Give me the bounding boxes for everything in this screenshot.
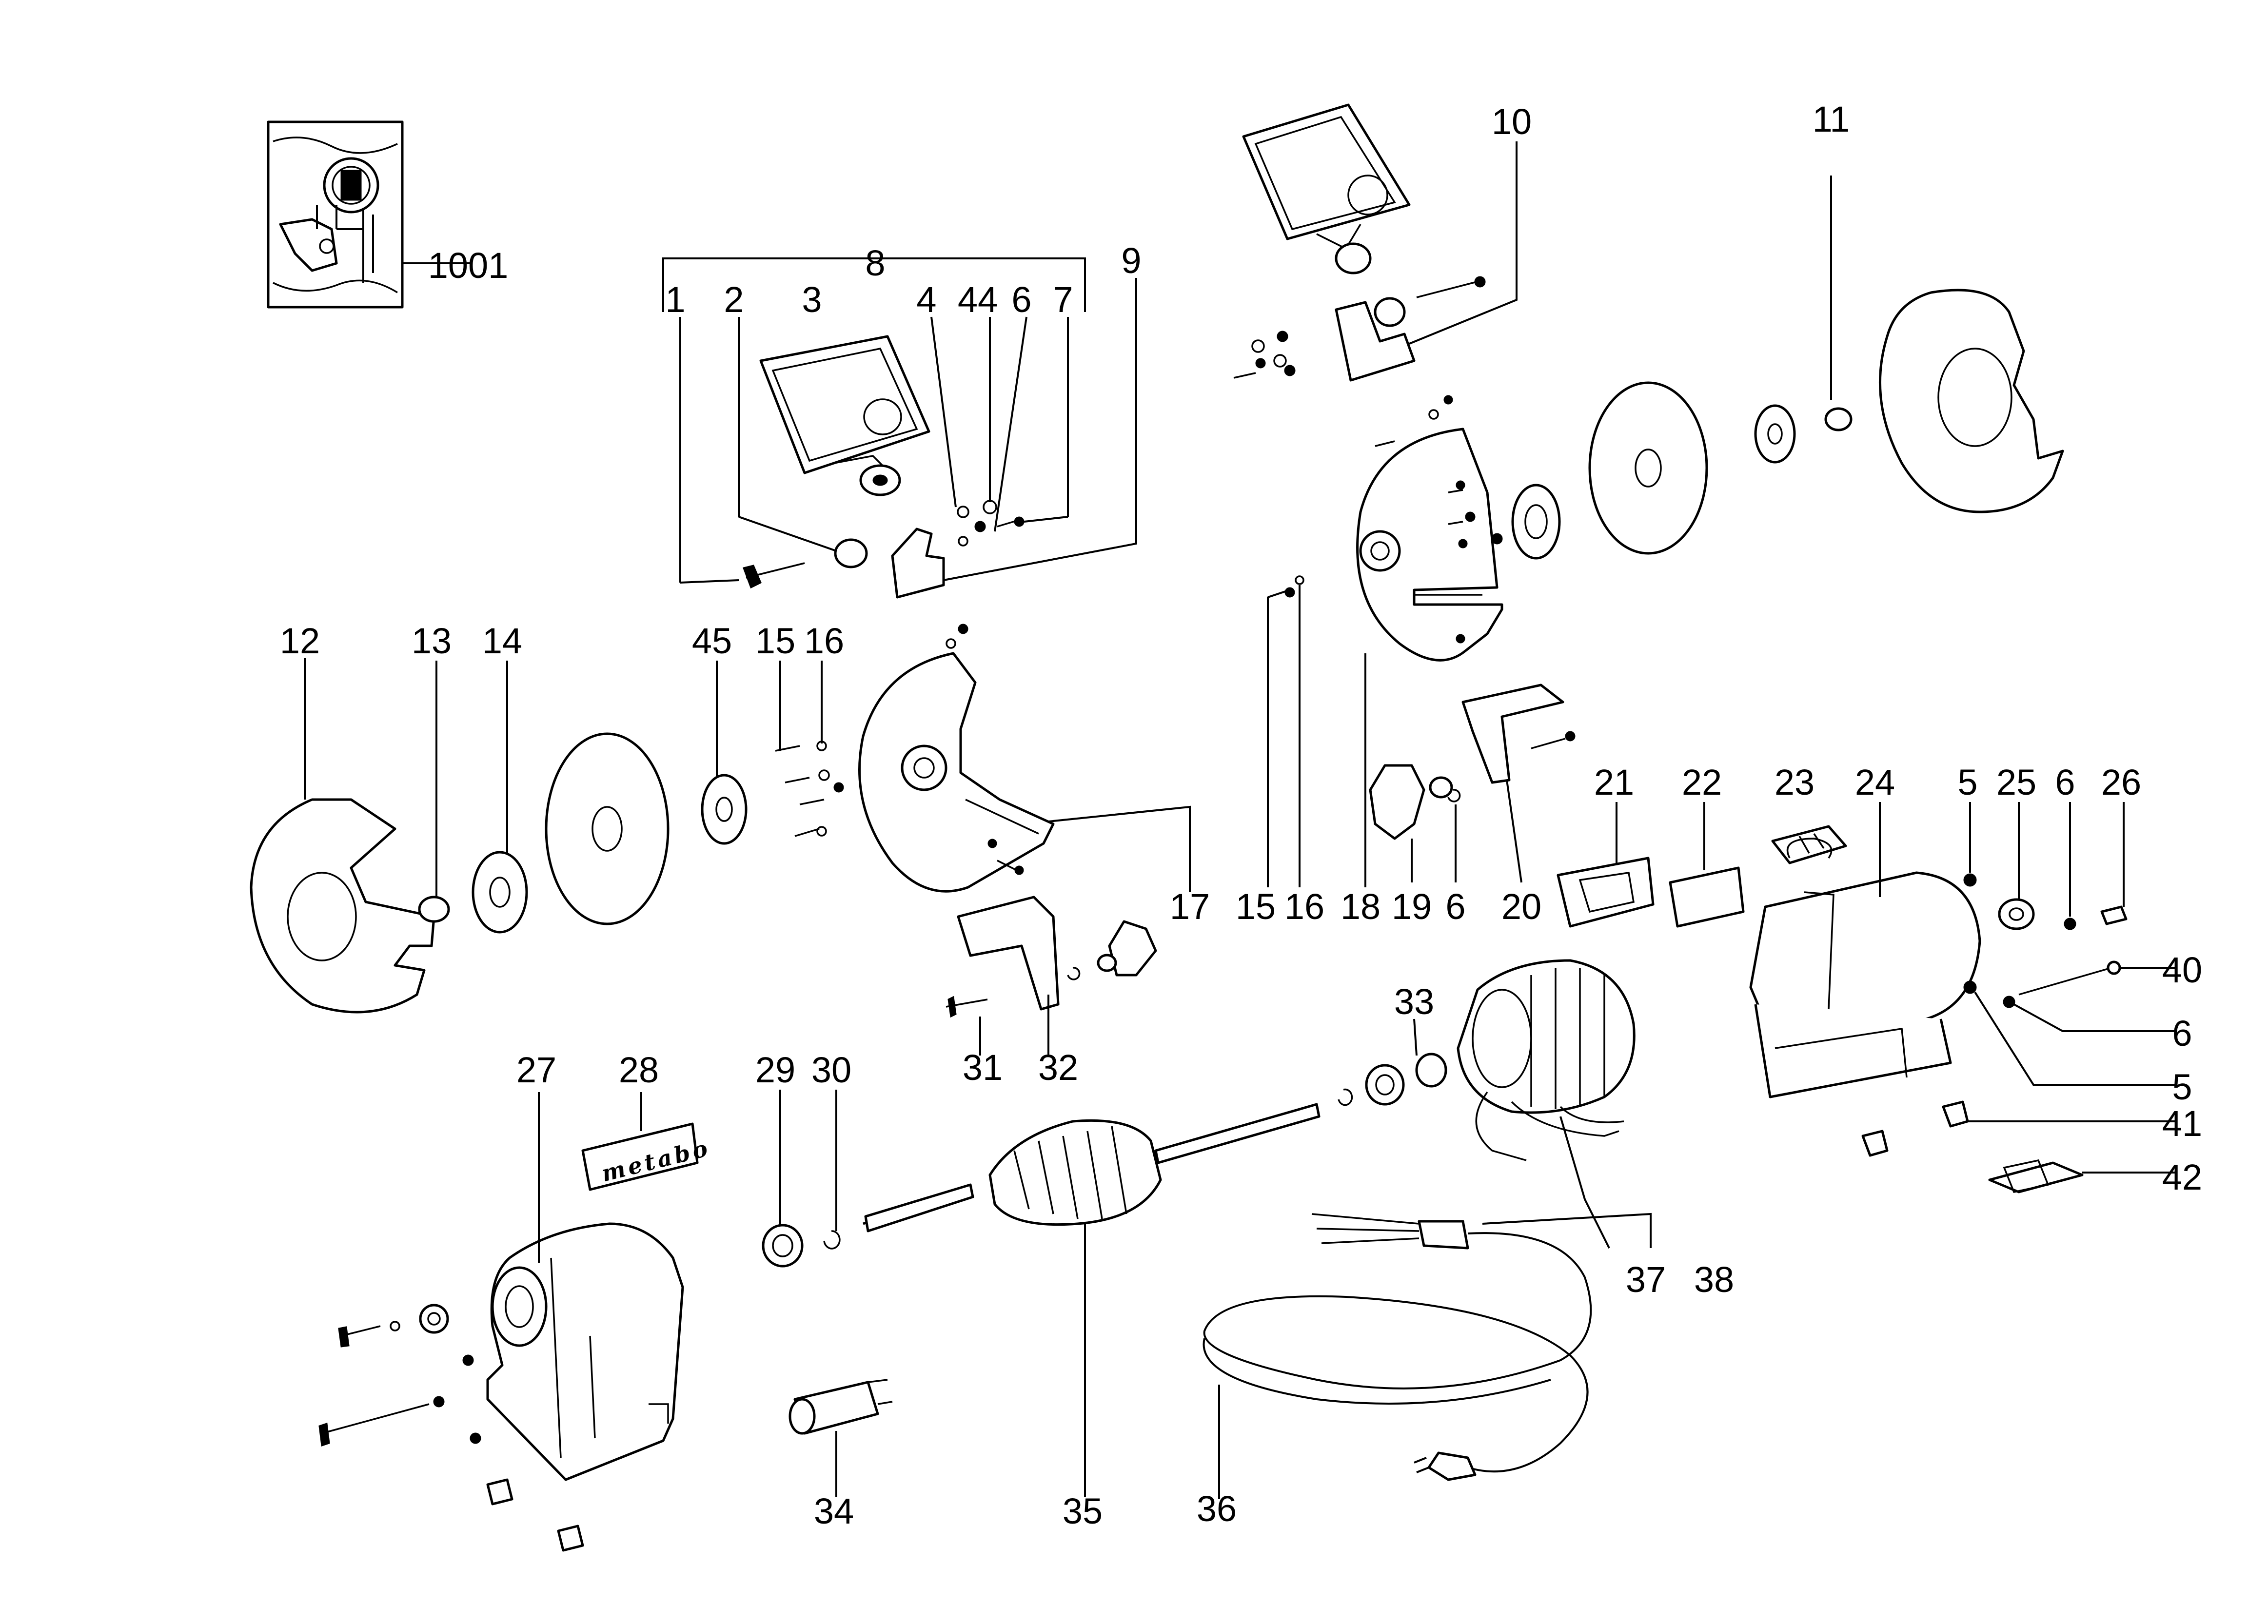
part-label-6b: 6	[1445, 886, 1465, 927]
part-label-36: 36	[1197, 1488, 1237, 1529]
part-label-15b: 15	[1236, 886, 1276, 927]
part-label-12: 12	[280, 621, 320, 661]
part-label-41: 41	[2162, 1103, 2202, 1144]
part-label-14: 14	[482, 621, 522, 661]
part-label-33: 33	[1394, 981, 1434, 1022]
part-label-26: 26	[2101, 762, 2141, 802]
part-label-16b: 16	[1284, 886, 1324, 927]
right-wheel-guard-group	[1267, 176, 2064, 887]
part-label-40: 40	[2162, 950, 2202, 990]
part-label-24: 24	[1855, 762, 1895, 802]
part-label-30: 30	[811, 1050, 851, 1090]
rotor-and-bearings	[762, 959, 1636, 1497]
part-label-29: 29	[755, 1050, 795, 1090]
part-label-8: 8	[865, 243, 885, 283]
part-label-42: 42	[2162, 1157, 2202, 1197]
part-label-2: 2	[724, 279, 744, 320]
left-wheel-guard-group	[250, 624, 1191, 1014]
part-label-44: 44	[958, 279, 998, 320]
part-label-13: 13	[412, 621, 452, 661]
part-label-27: 27	[516, 1050, 556, 1090]
part-label-7: 7	[1053, 279, 1073, 320]
part-label-32: 32	[1038, 1047, 1078, 1088]
part-label-17: 17	[1170, 886, 1210, 927]
part-label-5b: 5	[2172, 1067, 2192, 1107]
part-label-10: 10	[1492, 101, 1532, 142]
part-label-11: 11	[1813, 99, 1850, 139]
part-label-25: 25	[1996, 762, 2036, 802]
part-label-37: 37	[1626, 1259, 1666, 1300]
part-label-45: 45	[692, 621, 732, 661]
power-cable	[1203, 1213, 1652, 1499]
part-label-18: 18	[1341, 886, 1381, 927]
motor-housing-right	[1557, 802, 2177, 1194]
part-label-16a: 16	[804, 621, 844, 661]
part-label-1: 1	[665, 279, 685, 320]
part-label-34: 34	[814, 1491, 854, 1531]
part-label-6a: 6	[1011, 279, 1031, 320]
part-label-35: 35	[1063, 1491, 1103, 1531]
wiring-detail-inset	[267, 120, 471, 309]
part-label-23: 23	[1775, 762, 1814, 802]
part-label-9: 9	[1121, 240, 1141, 281]
left-eye-shield-assembly	[662, 257, 1137, 599]
part-label-20: 20	[1501, 886, 1541, 927]
part-label-15a: 15	[755, 621, 795, 661]
part-label-31: 31	[963, 1047, 1003, 1088]
motor-housing-left: metabo	[318, 1092, 713, 1552]
right-eye-shield-assembly	[1233, 103, 1518, 382]
part-label-1001: 1001	[428, 245, 509, 286]
part-label-5a: 5	[1957, 762, 1977, 802]
part-label-4: 4	[916, 279, 936, 320]
part-label-6c: 6	[2055, 762, 2075, 802]
part-label-28: 28	[619, 1050, 659, 1090]
part-label-21: 21	[1594, 762, 1634, 802]
part-label-38: 38	[1694, 1259, 1734, 1300]
tool-rest-brackets	[946, 684, 1576, 1056]
part-label-3: 3	[802, 279, 822, 320]
part-label-6d: 6	[2172, 1013, 2192, 1054]
part-label-19: 19	[1392, 886, 1432, 927]
part-label-22: 22	[1682, 762, 1722, 802]
